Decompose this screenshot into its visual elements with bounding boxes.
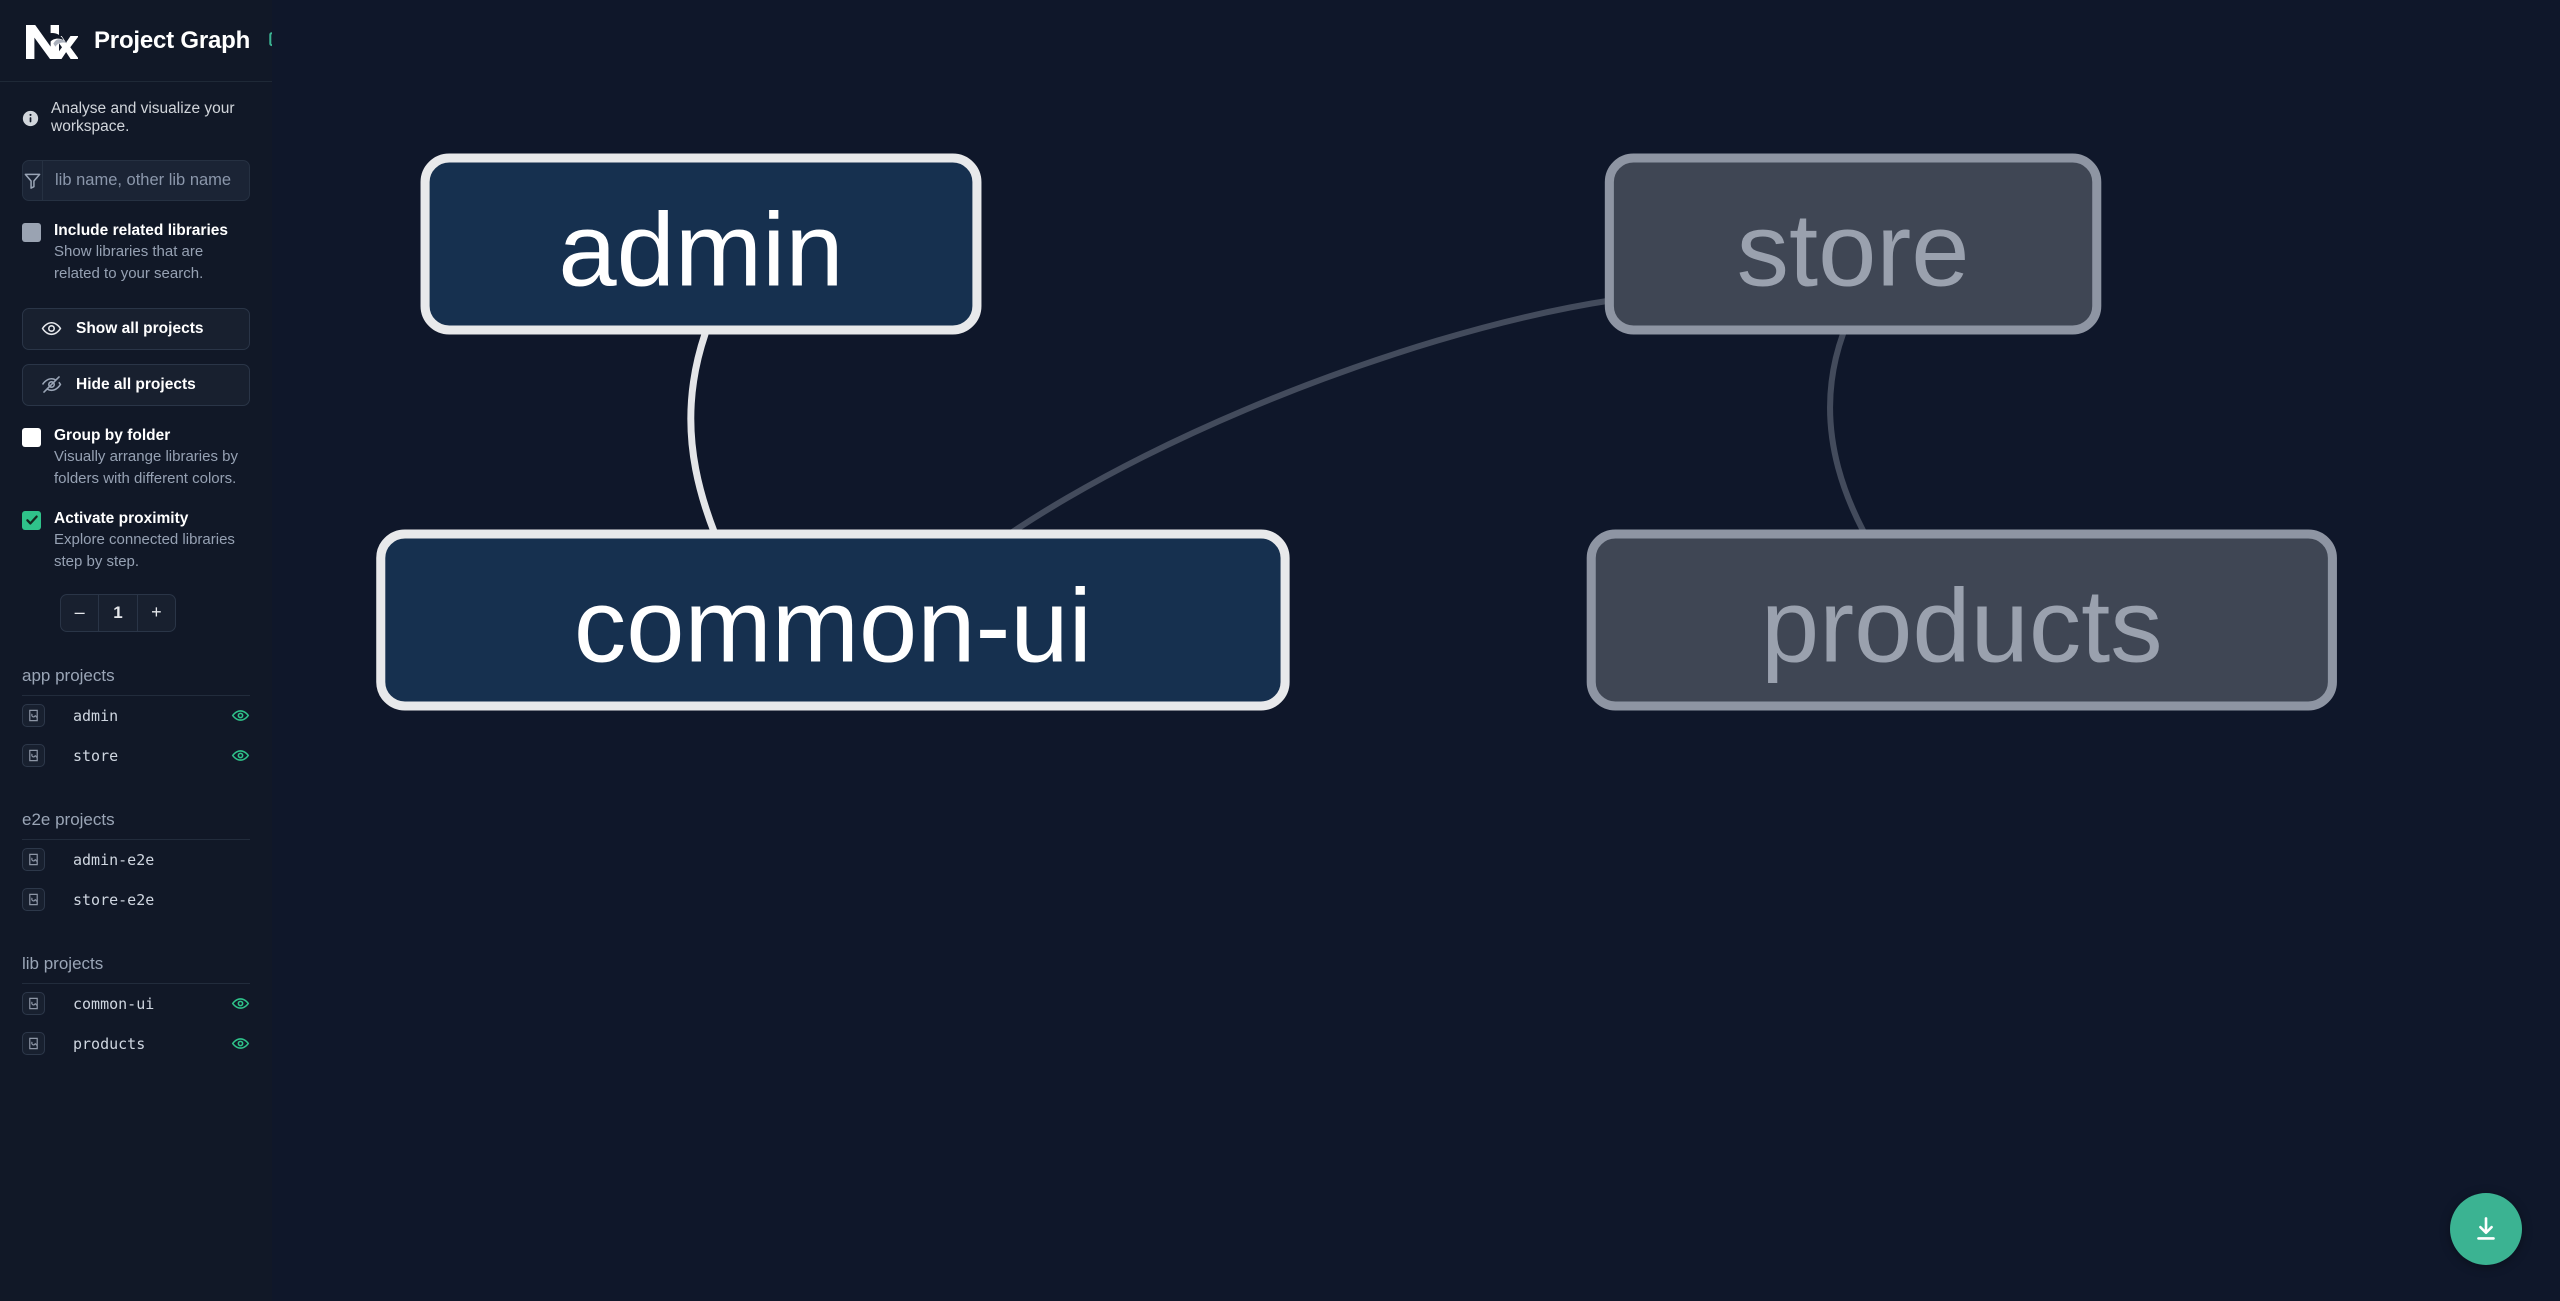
- project-graph-svg: admin store common-ui products: [376, 153, 2337, 711]
- eye-icon: [41, 318, 62, 339]
- proximity-decrement-button[interactable]: –: [74, 602, 85, 623]
- project-icon: [22, 992, 45, 1016]
- graph-canvas[interactable]: admin store common-ui products: [272, 0, 2560, 1301]
- graph-node-label: store: [1737, 193, 1970, 309]
- project-icon: [22, 1032, 45, 1056]
- divider: [22, 982, 250, 984]
- project-name: admin-e2e: [73, 850, 155, 869]
- download-graph-button[interactable]: [2450, 1193, 2522, 1265]
- eye-icon[interactable]: [231, 706, 250, 725]
- sidebar-tagline: Analyse and visualize your workspace.: [0, 82, 272, 152]
- activate-proximity-option[interactable]: Activate proximity Explore connected lib…: [22, 509, 250, 572]
- project-name: products: [73, 1034, 146, 1053]
- activate-proximity-checkbox[interactable]: [22, 510, 41, 530]
- project-row-store[interactable]: store: [22, 736, 250, 776]
- graph-nodes: admin store common-ui products: [376, 153, 2337, 711]
- graph-node-admin[interactable]: admin: [420, 153, 982, 335]
- project-icon: [22, 704, 45, 728]
- project-name: admin: [73, 706, 119, 725]
- hide-all-projects-label: Hide all projects: [76, 375, 196, 393]
- eye-icon[interactable]: [231, 1034, 250, 1053]
- app-projects-group: app projects admin: [0, 666, 272, 776]
- divider: [22, 694, 250, 696]
- graph-node-store[interactable]: store: [1604, 153, 2102, 335]
- proximity-increment-button[interactable]: +: [136, 594, 175, 631]
- tagline-text: Analyse and visualize your workspace.: [51, 100, 235, 135]
- include-related-libraries-option[interactable]: Include related libraries Show libraries…: [22, 221, 250, 284]
- filter-funnel-icon: [23, 161, 43, 200]
- include-related-label: Include related libraries: [54, 222, 229, 239]
- project-row-common-ui[interactable]: common-ui: [22, 984, 250, 1024]
- project-name: store: [73, 746, 119, 765]
- show-all-projects-label: Show all projects: [76, 319, 204, 337]
- graph-node-label: products: [1761, 569, 2163, 685]
- project-name: store-e2e: [73, 890, 155, 909]
- eye-icon[interactable]: [231, 994, 250, 1013]
- project-row-products[interactable]: products: [22, 1024, 250, 1064]
- filter-section: Include related libraries Show libraries…: [0, 160, 272, 632]
- filter-box[interactable]: [22, 160, 250, 201]
- eye-icon[interactable]: [231, 746, 250, 765]
- project-row-store-e2e[interactable]: store-e2e: [22, 880, 250, 920]
- divider: [22, 838, 250, 840]
- app-projects-title: app projects: [22, 665, 115, 685]
- e2e-projects-title: e2e projects: [22, 809, 115, 829]
- e2e-projects-group: e2e projects admin-e2e store-e2e: [0, 810, 272, 920]
- graph-node-products[interactable]: products: [1586, 529, 2337, 711]
- project-row-admin[interactable]: admin: [22, 696, 250, 736]
- info-icon: [22, 110, 39, 127]
- eye-slash-icon: [41, 374, 62, 395]
- project-icon: [22, 888, 45, 912]
- sidebar-header: Project Graph: [0, 0, 272, 82]
- download-icon: [2471, 1214, 2501, 1244]
- nx-logo-icon: [22, 19, 78, 63]
- graph-node-label: common-ui: [574, 569, 1092, 685]
- proximity-value: 1: [98, 594, 136, 631]
- graph-node-common-ui[interactable]: common-ui: [376, 529, 1290, 711]
- lib-projects-group: lib projects common-ui: [0, 954, 272, 1064]
- include-related-description: Show libraries that are related to your …: [54, 243, 204, 282]
- group-by-folder-option[interactable]: Group by folder Visually arrange librari…: [22, 426, 250, 489]
- activate-proximity-label: Activate proximity: [54, 509, 189, 527]
- group-by-folder-checkbox[interactable]: [22, 427, 41, 447]
- group-by-folder-description: Visually arrange libraries by folders wi…: [54, 448, 238, 487]
- project-row-admin-e2e[interactable]: admin-e2e: [22, 840, 250, 880]
- include-related-checkbox[interactable]: [22, 223, 41, 242]
- graph-node-label: admin: [558, 193, 843, 309]
- proximity-stepper[interactable]: – 1 +: [60, 593, 176, 632]
- hide-all-projects-button[interactable]: Hide all projects: [22, 363, 250, 406]
- project-icon: [22, 744, 45, 768]
- show-all-projects-button[interactable]: Show all projects: [22, 307, 250, 350]
- group-by-folder-label: Group by folder: [54, 426, 171, 444]
- sidebar: Project Graph Analyse and visualize your…: [0, 0, 272, 1301]
- project-icon: [22, 848, 45, 872]
- page-title: Project Graph: [94, 26, 251, 54]
- lib-projects-title: lib projects: [22, 953, 104, 973]
- activate-proximity-description: Explore connected libraries step by step…: [54, 531, 235, 570]
- monitor-icon[interactable]: [250, 30, 272, 52]
- search-input[interactable]: [43, 161, 249, 200]
- project-name: common-ui: [73, 994, 155, 1013]
